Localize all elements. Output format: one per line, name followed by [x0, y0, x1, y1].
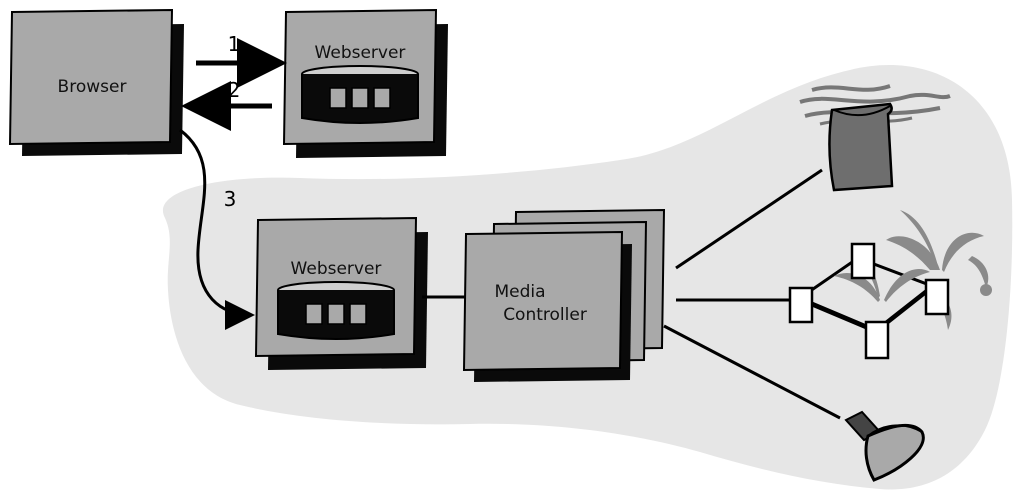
step-3-label: 3: [224, 187, 237, 211]
browser-box: Browser: [8, 8, 184, 156]
step-2-label: 2: [228, 78, 241, 102]
response-arrow: 2: [181, 78, 272, 131]
remote-webserver-label: Webserver: [315, 43, 406, 63]
browser-label: Browser: [58, 77, 127, 97]
server-rack-icon: [277, 281, 395, 340]
redirect-arrow: 3: [179, 128, 255, 330]
step-1-label: 1: [228, 32, 241, 56]
local-webserver-box: Webserver: [254, 216, 428, 370]
link-to-tower: [675, 168, 823, 270]
spotlight-icon: [844, 410, 925, 482]
server-rack-icon: [301, 65, 419, 124]
media-controller-label-line2: Controller: [503, 305, 587, 325]
media-controller-label-line1: Media: [494, 282, 545, 302]
media-controller-stack: Media Controller: [462, 208, 666, 382]
link-to-spotlight: [663, 324, 841, 420]
local-webserver-label: Webserver: [291, 259, 382, 279]
fountain-icon: [788, 210, 992, 360]
steaming-tower-icon: [799, 84, 951, 192]
remote-webserver-box: Webserver: [282, 8, 448, 158]
request-arrow: 1: [196, 32, 287, 88]
